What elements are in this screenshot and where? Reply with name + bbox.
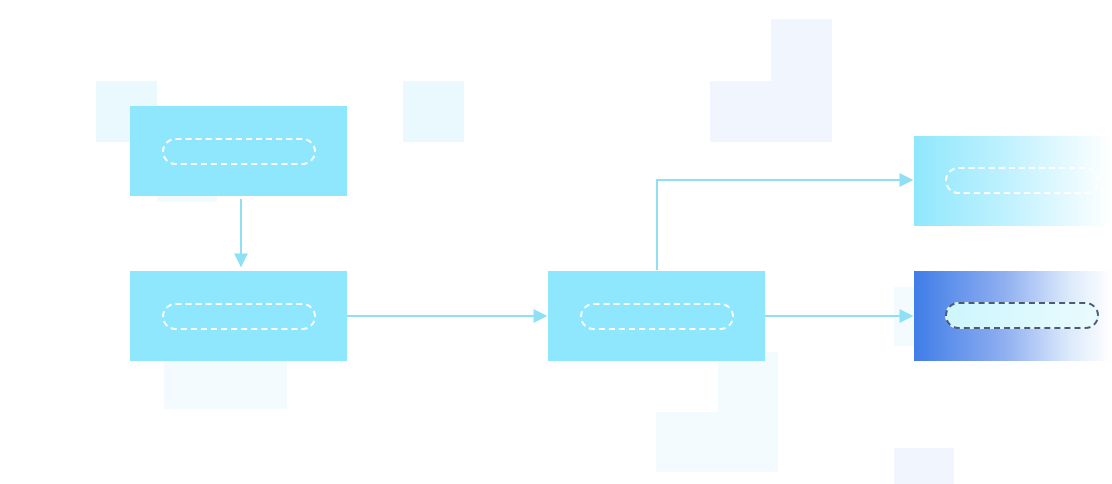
node-label-placeholder (161, 137, 316, 165)
node-label-placeholder (945, 302, 1099, 329)
node-label-placeholder (161, 302, 316, 330)
node-step-2[interactable] (130, 271, 347, 361)
decor-tile (656, 412, 778, 472)
node-start[interactable] (130, 106, 347, 196)
decor-tile (710, 81, 832, 142)
decor-tile (894, 448, 954, 484)
node-label-placeholder (579, 302, 734, 330)
decor-tile (771, 19, 832, 81)
node-output-top[interactable] (914, 136, 1112, 226)
decor-tile (718, 352, 778, 412)
node-label-placeholder (945, 167, 1099, 194)
decor-tile (164, 360, 287, 409)
decor-tile (403, 81, 464, 142)
node-output-bottom[interactable] (914, 271, 1112, 361)
node-step-3[interactable] (548, 271, 765, 361)
edge-n3-n4 (656, 173, 914, 270)
